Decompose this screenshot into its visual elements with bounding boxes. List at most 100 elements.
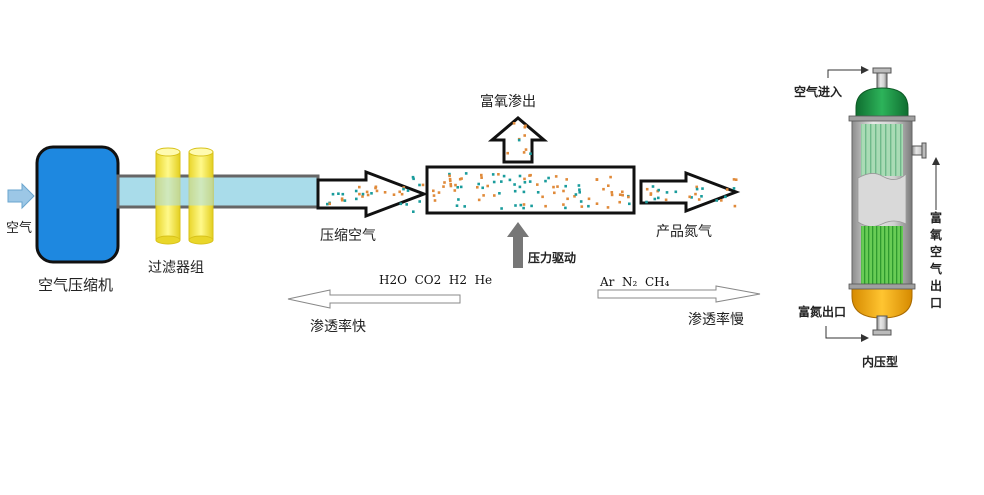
gas-particle bbox=[326, 202, 329, 206]
gas-particle bbox=[374, 186, 377, 190]
gas-particle bbox=[375, 189, 379, 193]
gas-particle bbox=[361, 195, 364, 198]
gas-particle bbox=[574, 193, 578, 196]
gas-particle bbox=[400, 192, 404, 196]
gas-particle bbox=[621, 190, 624, 194]
bottom-cap bbox=[851, 285, 913, 319]
filter-group-label: 过滤器组 bbox=[148, 260, 204, 276]
gas-particle bbox=[523, 125, 527, 129]
gas-particle bbox=[463, 205, 466, 208]
gas-particle bbox=[460, 177, 463, 180]
gas-particle bbox=[547, 176, 550, 180]
gas-particle bbox=[519, 203, 523, 207]
gas-particle bbox=[674, 190, 678, 194]
gas-particle bbox=[432, 194, 436, 197]
gas-particle bbox=[477, 182, 480, 186]
gas-particle bbox=[454, 183, 457, 187]
compressor-label: 空气压缩机 bbox=[38, 276, 113, 294]
oxygen-outlet-label: 富氧空气出口 bbox=[929, 210, 942, 310]
slow-rate-label: 渗透率慢 bbox=[688, 311, 744, 328]
gas-particle bbox=[459, 185, 463, 189]
gas-particle bbox=[524, 148, 528, 151]
gas-particle bbox=[482, 194, 485, 197]
gas-particle bbox=[365, 190, 369, 194]
module-type-label: 内压型 bbox=[862, 354, 898, 369]
product-nitrogen-label: 产品氮气 bbox=[656, 224, 712, 240]
gas-particle bbox=[657, 196, 660, 200]
gas-particle bbox=[331, 192, 335, 196]
gas-particle bbox=[486, 184, 489, 188]
gas-particle bbox=[449, 183, 452, 186]
gas-particle bbox=[464, 172, 468, 175]
gas-particle bbox=[449, 184, 453, 188]
gas-particle bbox=[607, 184, 610, 187]
gas-particles bbox=[326, 122, 738, 213]
gas-particle bbox=[528, 180, 532, 183]
gas-particle bbox=[358, 185, 361, 189]
gas-particle bbox=[720, 199, 723, 202]
gas-particle bbox=[512, 122, 516, 125]
gas-particle bbox=[328, 202, 331, 206]
gas-particle bbox=[418, 183, 421, 187]
gas-particle bbox=[340, 197, 344, 200]
fast-rate-label: 渗透率快 bbox=[310, 318, 366, 335]
compressed-air-label: 压缩空气 bbox=[320, 228, 376, 244]
air-inlet-arrow bbox=[7, 182, 35, 210]
gas-particle bbox=[725, 188, 729, 191]
gas-particle bbox=[564, 184, 567, 188]
nitrogen-outlet-label: 富氮出口 bbox=[798, 304, 846, 319]
gas-particle bbox=[491, 173, 495, 176]
gas-particle bbox=[690, 196, 693, 199]
gas-particle bbox=[522, 203, 526, 206]
gas-particle bbox=[453, 189, 457, 192]
gas-particle bbox=[536, 191, 540, 194]
nitrogen-outlet-leader bbox=[825, 326, 869, 342]
gas-particle bbox=[418, 200, 421, 203]
slow-rate-arrow bbox=[597, 285, 761, 303]
gas-particle bbox=[595, 178, 599, 181]
gas-particle bbox=[492, 180, 496, 184]
gas-particle bbox=[458, 177, 462, 181]
gas-particle bbox=[500, 207, 503, 210]
gas-particle bbox=[514, 204, 517, 207]
gas-particle bbox=[562, 203, 565, 206]
gas-particle bbox=[477, 198, 481, 202]
gas-particle bbox=[481, 186, 484, 190]
gas-particle bbox=[337, 192, 340, 195]
gas-particle bbox=[448, 172, 451, 176]
gas-particle bbox=[657, 188, 660, 192]
gas-particle bbox=[455, 204, 459, 207]
fast-gases-label: H2O CO2 H2 He bbox=[379, 273, 492, 287]
internal-pressure-module bbox=[848, 67, 927, 336]
gas-particle bbox=[498, 192, 501, 195]
gas-particle bbox=[529, 152, 532, 155]
gas-particle bbox=[457, 198, 460, 201]
gas-particle bbox=[406, 189, 410, 192]
gas-particle bbox=[651, 185, 655, 188]
gas-particle bbox=[715, 199, 718, 202]
gas-particle bbox=[411, 175, 415, 179]
gas-particle bbox=[443, 181, 446, 184]
gas-particle bbox=[513, 189, 517, 193]
gas-particle bbox=[366, 193, 370, 197]
gas-particle bbox=[392, 193, 396, 196]
gas-particle bbox=[343, 199, 347, 202]
gas-particle bbox=[565, 178, 568, 181]
filter-group bbox=[155, 147, 214, 245]
gas-particle bbox=[421, 183, 425, 187]
gas-particle bbox=[493, 194, 496, 197]
gas-particle bbox=[544, 179, 547, 183]
product-nitrogen-arrow bbox=[639, 170, 741, 214]
gas-particle bbox=[340, 198, 344, 202]
gas-particle bbox=[621, 193, 624, 197]
gas-particle bbox=[536, 183, 539, 186]
upper-fiber-bundle bbox=[861, 124, 903, 176]
gas-particle bbox=[695, 185, 698, 189]
gas-particle bbox=[627, 195, 630, 199]
gas-particle bbox=[402, 186, 406, 189]
gas-particle bbox=[573, 195, 576, 198]
gas-particle bbox=[695, 187, 699, 191]
oxygen-permeate-label: 富氧渗出 bbox=[480, 93, 536, 110]
gas-particle bbox=[587, 204, 590, 208]
